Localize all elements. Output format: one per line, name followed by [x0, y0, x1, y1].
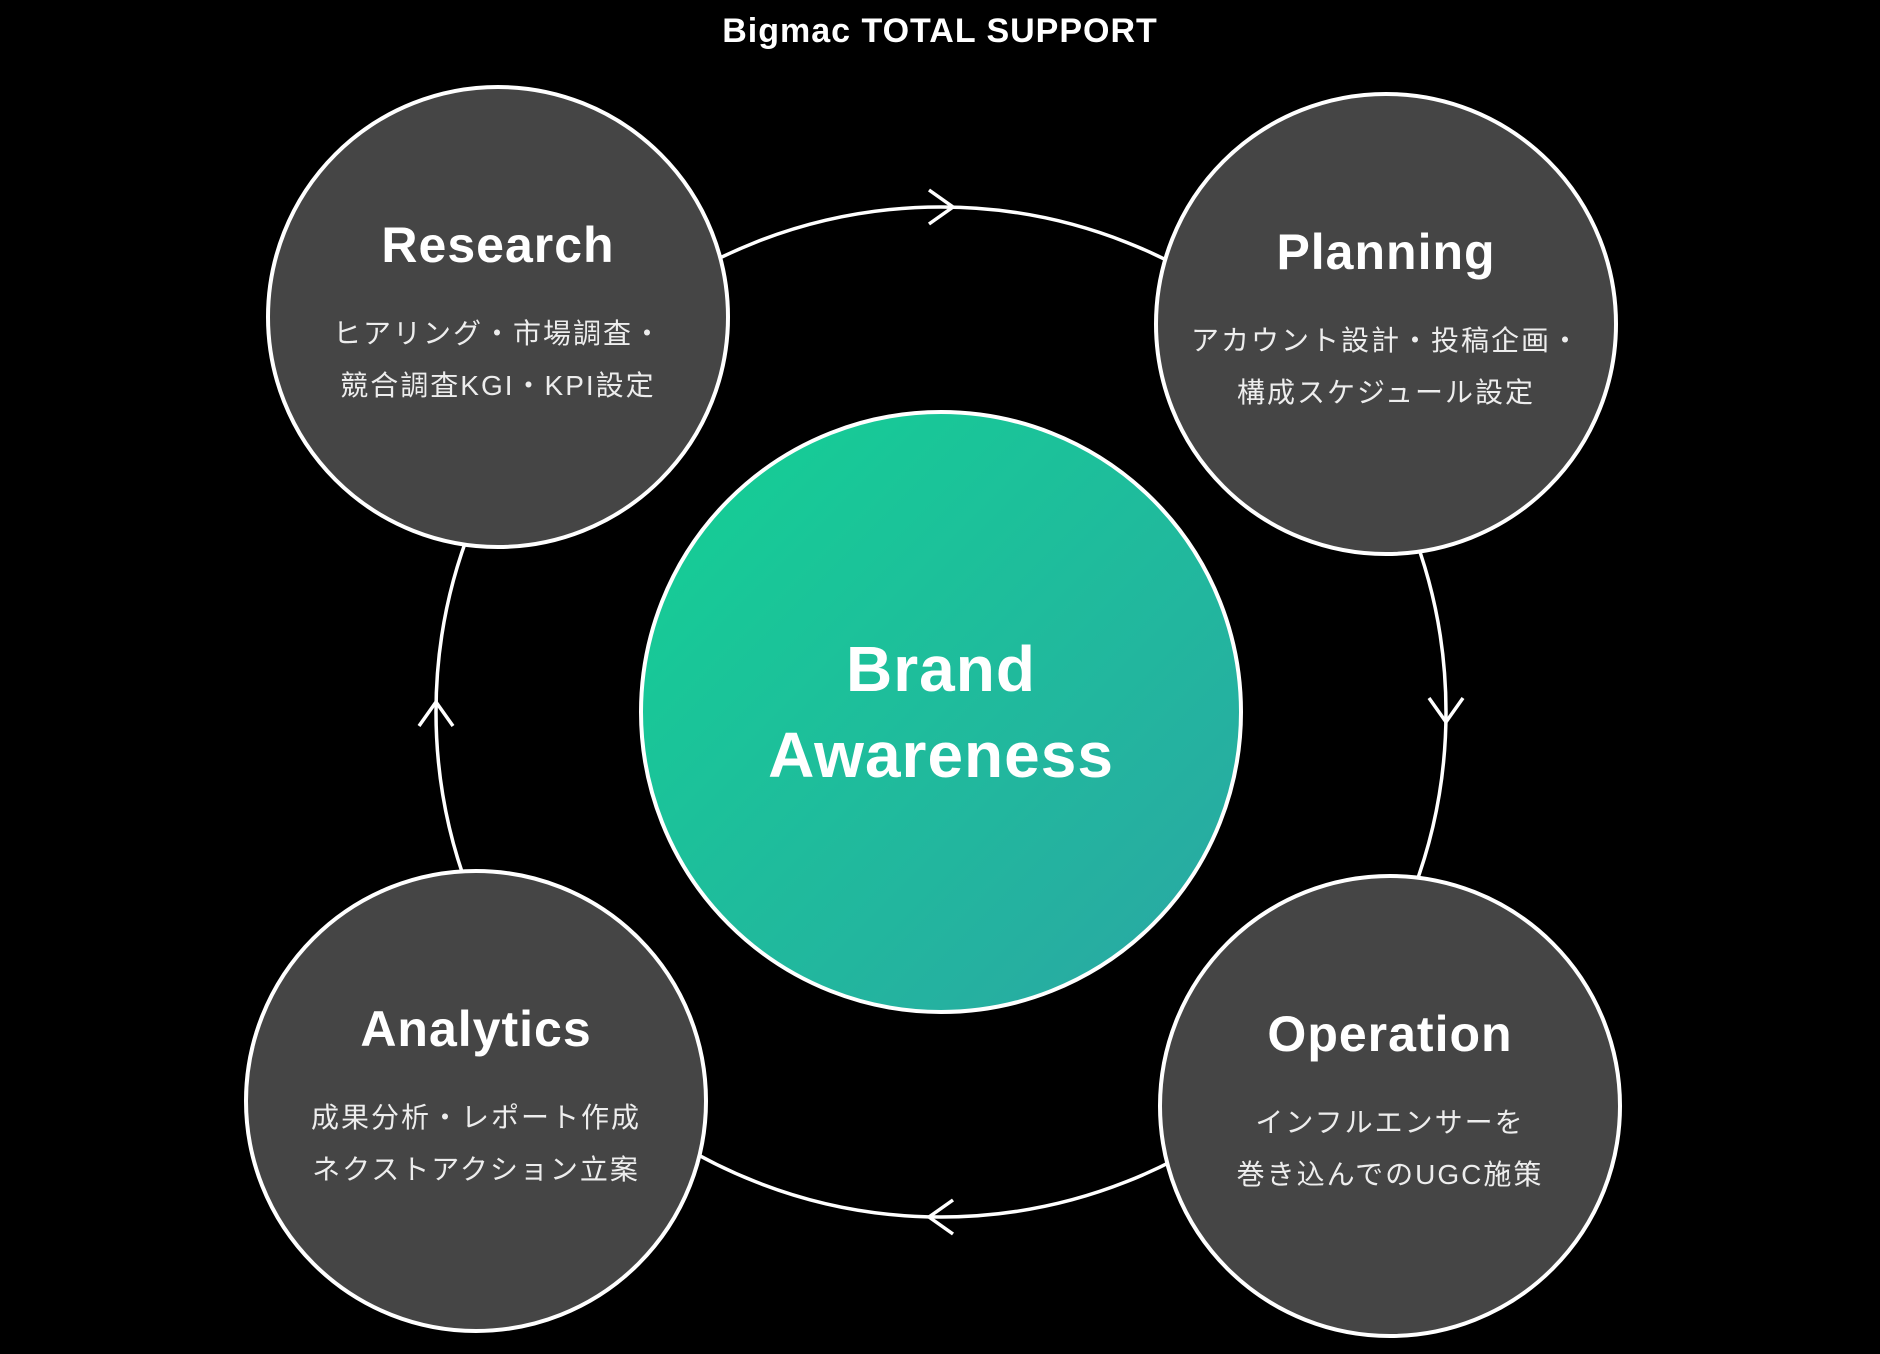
node-operation-desc-line2: 巻き込んでのUGC施策	[1236, 1159, 1544, 1190]
diagram-title: Bigmac TOTAL SUPPORT	[722, 12, 1158, 50]
center-circle: Brand Awareness	[639, 410, 1243, 1014]
node-planning: Planning アカウント設計・投稿企画・ 構成スケジュール設定	[1154, 92, 1618, 556]
arrow-down-icon	[1427, 696, 1465, 726]
node-planning-desc: アカウント設計・投稿企画・ 構成スケジュール設定	[1191, 315, 1581, 419]
node-analytics-desc: 成果分析・レポート作成 ネクストアクション立案	[311, 1092, 641, 1196]
node-research-desc-line2: 競合調査KGI・KPI設定	[340, 370, 656, 401]
arrow-left-icon	[925, 1198, 955, 1236]
arrow-up-icon	[417, 698, 455, 728]
node-operation-desc-line1: インフルエンサーを	[1255, 1107, 1525, 1139]
center-title: Brand Awareness	[768, 626, 1114, 799]
node-operation: Operation インフルエンサーを 巻き込んでのUGC施策	[1158, 874, 1622, 1338]
node-planning-desc-line2: 構成スケジュール設定	[1236, 377, 1536, 408]
node-analytics-desc-line2: ネクストアクション立案	[312, 1154, 640, 1185]
node-analytics-desc-line1: 成果分析・レポート作成	[310, 1102, 641, 1134]
node-planning-desc-line1: アカウント設計・投稿企画・	[1190, 325, 1581, 357]
center-title-line2: Awareness	[768, 719, 1114, 791]
node-analytics-label: Analytics	[360, 1001, 592, 1058]
node-research: Research ヒアリング・市場調査・ 競合調査KGI・KPI設定	[266, 85, 730, 549]
node-operation-desc: インフルエンサーを 巻き込んでのUGC施策	[1237, 1097, 1544, 1201]
arrow-right-icon	[927, 188, 957, 226]
center-title-line1: Brand	[846, 632, 1036, 705]
node-operation-label: Operation	[1267, 1006, 1513, 1063]
node-analytics: Analytics 成果分析・レポート作成 ネクストアクション立案	[244, 869, 708, 1333]
node-research-desc: ヒアリング・市場調査・ 競合調査KGI・KPI設定	[333, 308, 663, 412]
node-planning-label: Planning	[1276, 224, 1496, 281]
cycle-ring-circle	[434, 205, 1448, 1219]
node-research-label: Research	[381, 217, 615, 274]
node-research-desc-line1: ヒアリング・市場調査・	[332, 318, 663, 350]
